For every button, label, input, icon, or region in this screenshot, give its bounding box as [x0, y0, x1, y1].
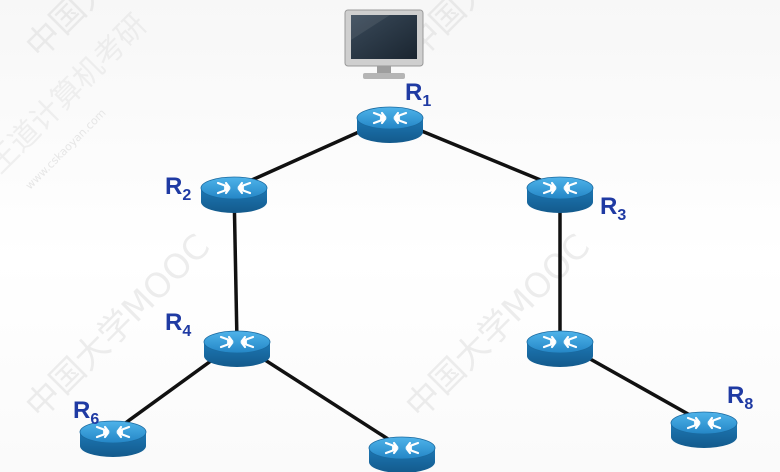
router-label-r3: R3: [600, 193, 626, 224]
router-icon: [670, 411, 738, 448]
router-icon: [203, 330, 271, 367]
router-icon: [356, 106, 424, 143]
router-icon: [200, 176, 268, 213]
router-label-r1: R1: [405, 79, 431, 110]
router-label-r2: R2: [165, 173, 191, 204]
router-label-r8: R8: [727, 382, 753, 413]
links-layer: [111, 116, 705, 450]
router-label-r4: R4: [165, 309, 191, 340]
router-icon: [79, 420, 147, 457]
router-icon: [368, 436, 436, 472]
routers-layer: [79, 106, 738, 472]
router-icon: [526, 176, 594, 213]
router-icon: [526, 330, 594, 367]
link-r2-r4: [232, 187, 239, 343]
computer-monitor-icon: [344, 9, 424, 79]
router-label-r6: R6: [73, 397, 99, 428]
